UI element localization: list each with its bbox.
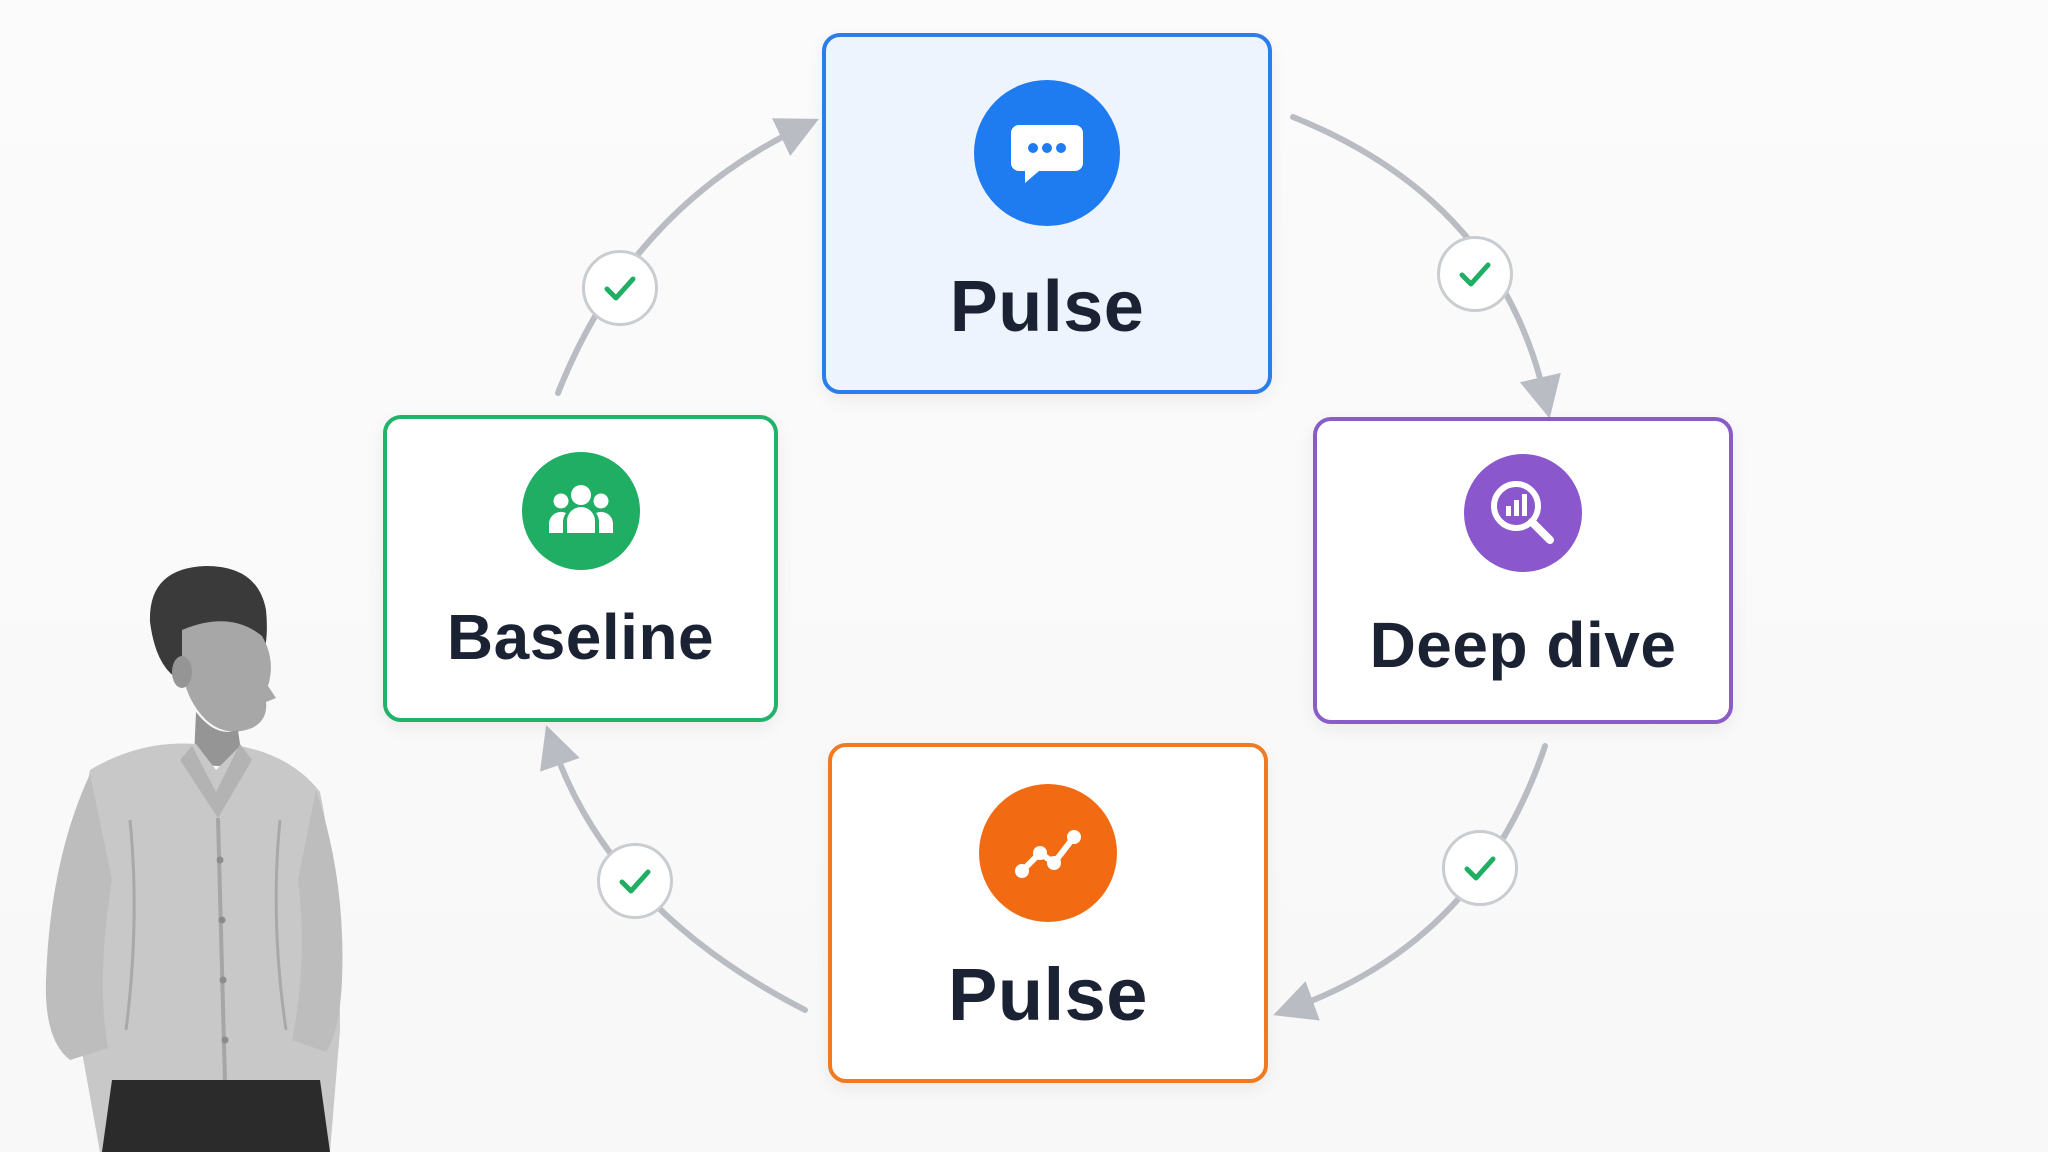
arrow-baseline-to-pulse — [555, 118, 819, 396]
check-icon — [619, 869, 651, 894]
arrow-deepdive-to-pulse — [1273, 743, 1548, 1021]
check-icon — [1459, 262, 1491, 287]
check-marker-pulse-deepdive — [1437, 236, 1513, 312]
magnifier-chart-icon — [1491, 481, 1554, 544]
node-label: Pulse — [948, 953, 1148, 1036]
check-icon — [1464, 856, 1496, 881]
node-baseline: Baseline — [383, 415, 778, 722]
person-illustration — [45, 566, 343, 1152]
node-deep-dive: Deep dive — [1313, 417, 1733, 724]
trend-line-icon-circle — [979, 784, 1117, 922]
check-icon — [604, 276, 636, 301]
chat-bubble-icon-circle — [974, 80, 1120, 226]
check-marker-pulse-baseline — [597, 843, 673, 919]
check-marker-baseline-pulse — [582, 250, 658, 326]
chat-bubble-icon — [1011, 125, 1083, 183]
node-pulse-bottom: Pulse — [828, 743, 1268, 1083]
node-pulse-top: Pulse — [822, 33, 1272, 394]
node-label: Baseline — [446, 601, 715, 673]
node-label: Pulse — [949, 267, 1145, 347]
magnifier-chart-icon-circle — [1464, 454, 1582, 572]
trend-line-icon — [1015, 830, 1081, 878]
check-marker-deepdive-pulse — [1442, 830, 1518, 906]
node-label: Deep dive — [1369, 609, 1677, 681]
people-group-icon-circle — [521, 452, 640, 570]
arrow-pulse-to-deepdive — [1290, 114, 1561, 419]
people-group-icon — [548, 485, 613, 533]
arrow-pulse-to-baseline — [540, 725, 808, 1013]
